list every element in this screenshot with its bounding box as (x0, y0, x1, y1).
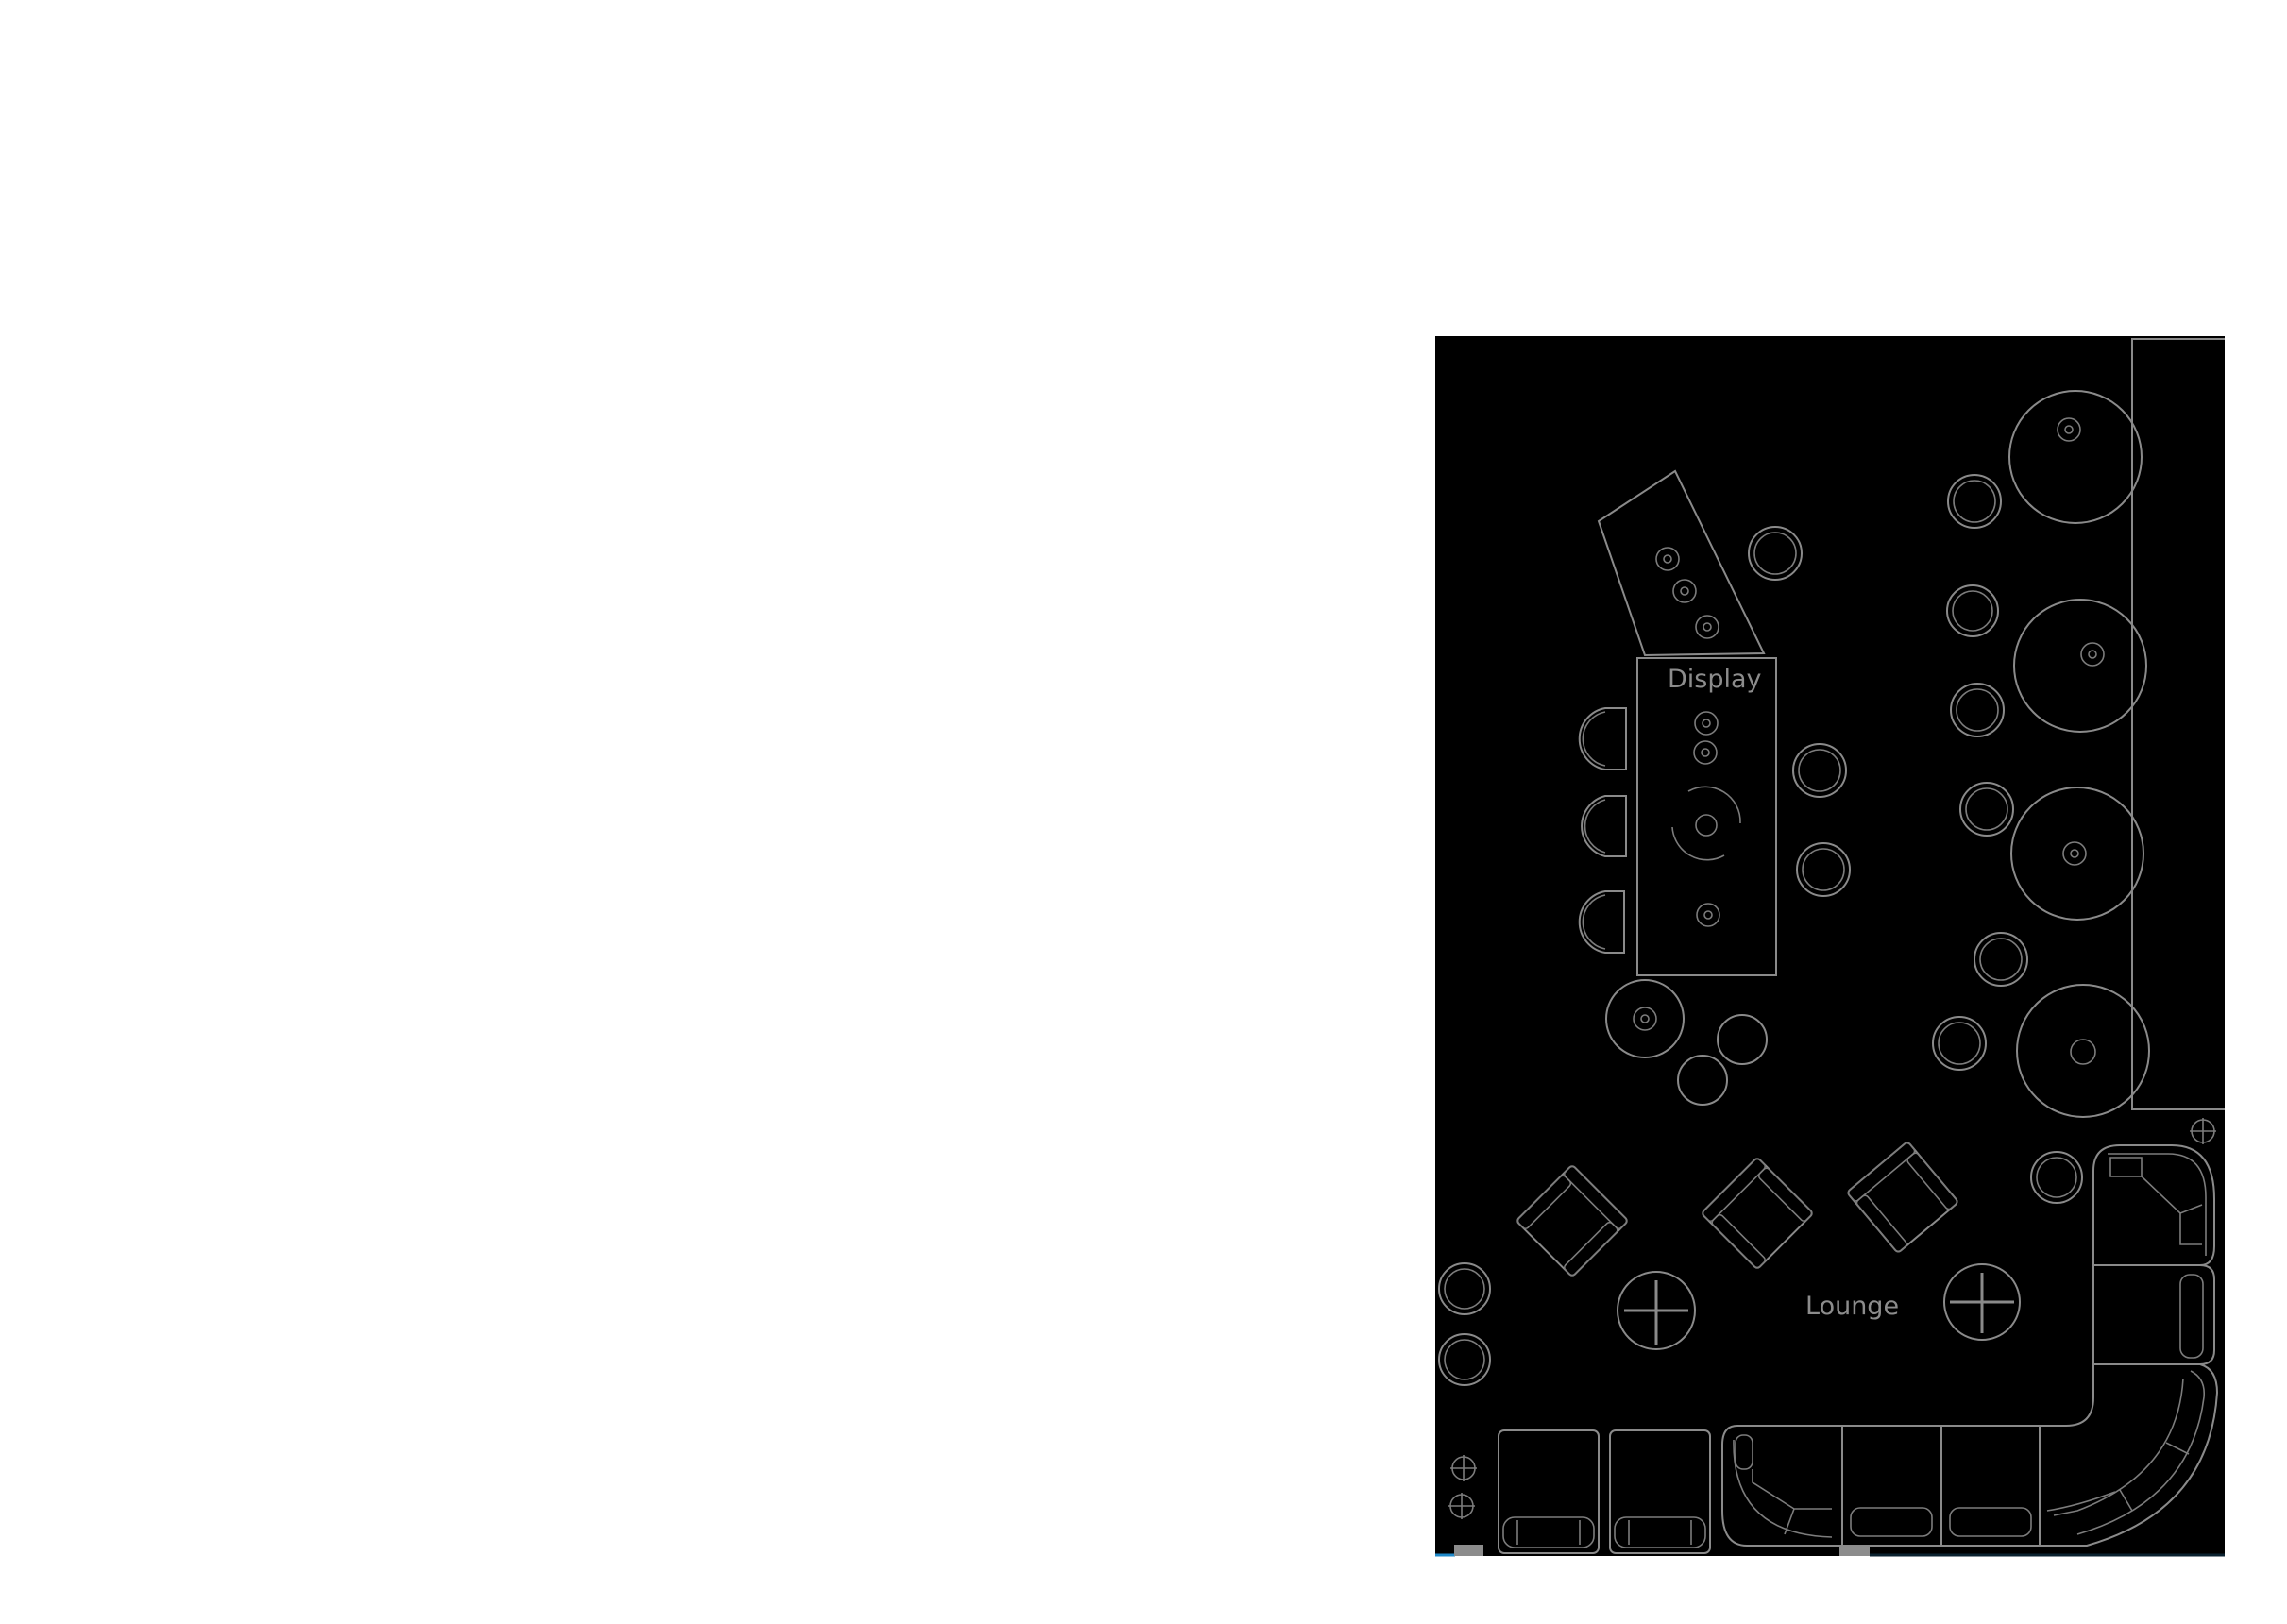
display-chairs (1578, 707, 1627, 954)
curved-sofa-bottom (1721, 1363, 2219, 1547)
corner-sofa-right (2092, 1144, 2215, 1365)
crosshair-icon (2190, 1118, 2216, 1144)
crosshair-markers (1448, 1118, 2216, 1519)
bar-counter-wall (2131, 338, 2225, 1110)
round-table-group (1605, 979, 1768, 1106)
angled-display-table (1597, 469, 1766, 657)
scroll-marker[interactable] (1839, 1546, 1870, 1556)
display-table: Display (1636, 657, 1777, 976)
lounge-armchairs (1516, 1142, 1958, 1277)
crosshair-icon (1448, 1493, 1475, 1519)
floor-plan-viewport[interactable] (1435, 336, 2225, 1556)
bottom-armchairs (1498, 1429, 1711, 1554)
bar-tables (2008, 390, 2150, 1118)
stools (1438, 474, 2083, 1386)
scroll-marker[interactable] (1454, 1545, 1483, 1556)
display-label: Display (1668, 665, 1762, 694)
coffee-tables (1617, 1263, 2021, 1350)
bottom-edge-markers (1435, 1545, 2225, 1557)
crosshair-icon (1450, 1455, 1477, 1481)
lounge-label: Lounge (1805, 1292, 1899, 1321)
